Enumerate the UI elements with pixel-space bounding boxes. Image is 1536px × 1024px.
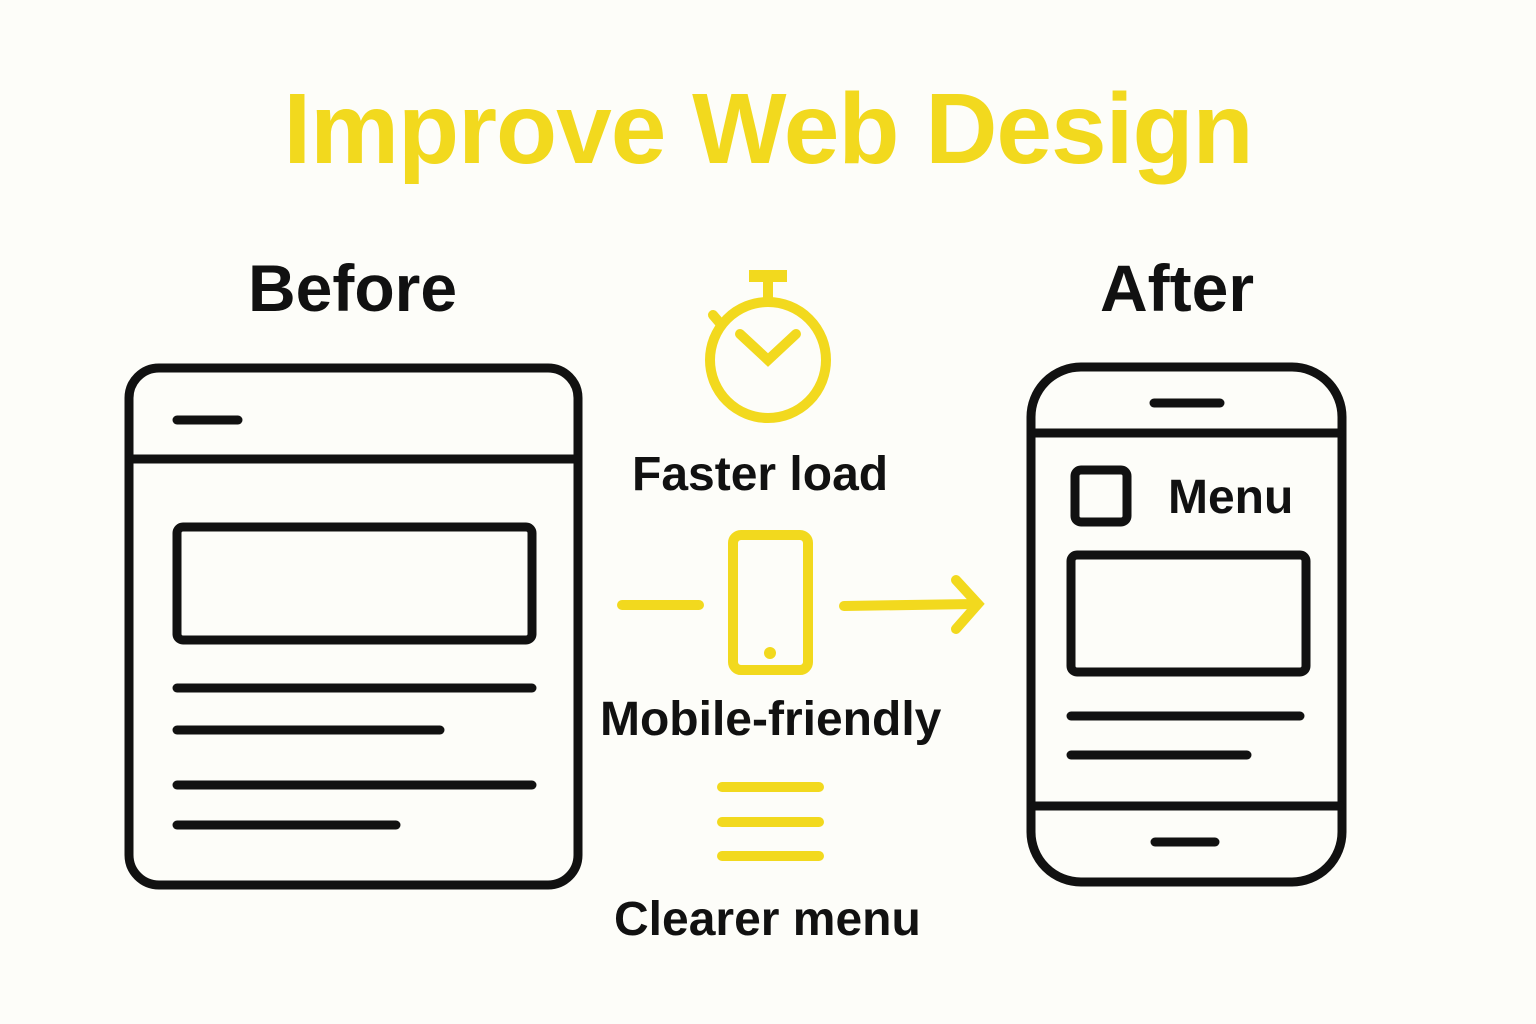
benefit-mobile-friendly: Mobile-friendly: [600, 693, 942, 746]
mobile-wireframe-icon: [1026, 362, 1347, 887]
hamburger-menu-icon: [717, 782, 824, 861]
menu-checkbox-icon: [1070, 465, 1132, 527]
stopwatch-icon: [705, 270, 831, 423]
before-heading: Before: [248, 251, 458, 325]
after-heading: After: [1100, 251, 1255, 325]
desktop-wireframe-icon: [124, 363, 583, 890]
page-title: Improve Web Design: [283, 73, 1253, 185]
transition-arrow-icon: [617, 575, 985, 634]
benefit-clearer-menu: Clearer menu: [614, 893, 921, 946]
benefit-faster-load: Faster load: [632, 448, 889, 501]
menu-label: Menu: [1168, 471, 1294, 524]
smartphone-icon: [728, 530, 813, 675]
